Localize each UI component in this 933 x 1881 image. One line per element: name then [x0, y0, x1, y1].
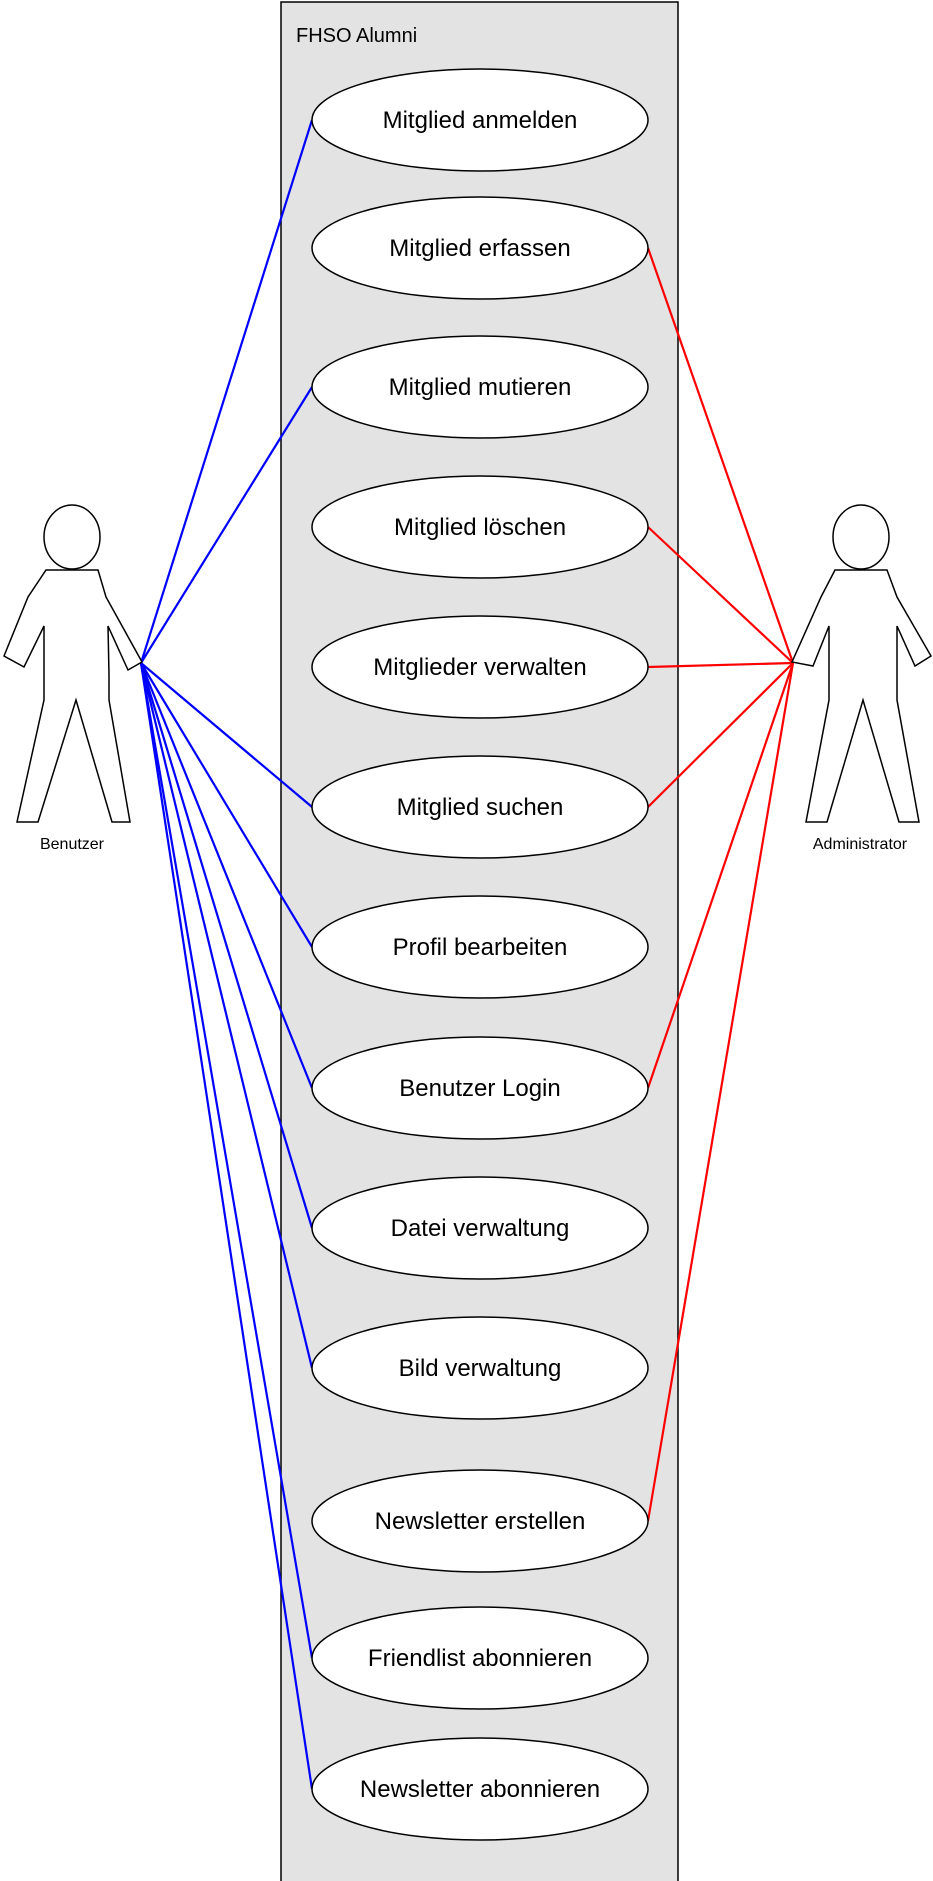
association-benutzer-mitglied-suchen: [140, 662, 313, 808]
actor-label-benutzer: Benutzer: [40, 836, 105, 853]
use-case-label: Mitglieder verwalten: [373, 654, 586, 681]
use-case-mitglied-suchen: Mitglied suchen: [311, 755, 649, 859]
association-benutzer-profil-bearbeiten: [140, 662, 313, 948]
association-links: [139, 119, 795, 1790]
association-benutzer-newsletter-abonnieren: [139, 662, 314, 1790]
use-case-label: Newsletter abonnieren: [360, 1776, 600, 1803]
stick-figure-icon: [790, 504, 933, 823]
use-case-ellipse: [311, 196, 649, 300]
use-case-newsletter-abonnieren: Newsletter abonnieren: [311, 1737, 649, 1841]
use-case-label: Datei verwaltung: [391, 1215, 570, 1242]
use-case-mitglied-mutieren: Mitglied mutieren: [311, 335, 649, 439]
association-benutzer-bild-verwaltung: [139, 662, 314, 1369]
use-case-label: Newsletter erstellen: [375, 1508, 586, 1535]
actor-administrator: Administrator: [790, 504, 933, 853]
use-case-ellipse: [311, 1737, 649, 1841]
actor-benutzer: Benutzer: [3, 504, 144, 853]
use-case-ellipse: [311, 1036, 649, 1140]
association-benutzer-friendlist-abonnieren: [139, 662, 314, 1659]
use-case-mitglied-anmelden: Mitglied anmelden: [311, 68, 649, 172]
use-case-label: Mitglied erfassen: [389, 235, 570, 262]
use-case-ellipse: [311, 755, 649, 859]
actor-label-administrator: Administrator: [813, 836, 908, 853]
use-case-friendlist-abonnieren: Friendlist abonnieren: [311, 1606, 649, 1710]
use-case-mitglied-erfassen: Mitglied erfassen: [311, 196, 649, 300]
use-case-profil-bearbeiten: Profil bearbeiten: [311, 895, 649, 999]
association-administrator-mitglied-suchen: [647, 662, 794, 808]
association-benutzer-datei-verwaltung: [139, 662, 314, 1229]
association-administrator-benutzer-login: [646, 662, 795, 1089]
use-case-label: Mitglied anmelden: [383, 107, 578, 134]
use-case-bild-verwaltung: Bild verwaltung: [311, 1316, 649, 1420]
use-case-newsletter-erstellen: Newsletter erstellen: [311, 1469, 649, 1573]
use-case-mitglied-loeschen: Mitglied löschen: [311, 475, 649, 579]
use-case-ellipse: [311, 335, 649, 439]
use-case-ellipse: [311, 1176, 649, 1280]
use-case-ellipse: [311, 475, 649, 579]
association-administrator-newsletter-erstellen: [646, 662, 795, 1522]
use-case-datei-verwaltung: Datei verwaltung: [311, 1176, 649, 1280]
association-benutzer-mitglied-mutieren: [140, 386, 313, 664]
use-case-ellipse: [311, 615, 649, 719]
use-case-label: Mitglied mutieren: [389, 374, 572, 401]
use-case-label: Mitglied löschen: [394, 514, 566, 541]
association-administrator-mitglied-erfassen: [646, 247, 795, 664]
use-case-label: Bild verwaltung: [399, 1355, 562, 1382]
use-case-label: Friendlist abonnieren: [368, 1645, 592, 1672]
association-administrator-mitglieder-verwalten: [647, 661, 794, 669]
association-benutzer-benutzer-login: [139, 662, 314, 1089]
system-title: FHSO Alumni: [296, 25, 417, 47]
use-case-mitglieder-verwalten: Mitglieder verwalten: [311, 615, 649, 719]
use-case-label: Mitglied suchen: [397, 794, 564, 821]
use-case-label: Profil bearbeiten: [393, 934, 568, 961]
use-case-benutzer-login: Benutzer Login: [311, 1036, 649, 1140]
stick-figure-icon: [3, 504, 144, 823]
use-case-ellipse: [311, 1316, 649, 1420]
use-case-ellipse: [311, 895, 649, 999]
use-case-label: Benutzer Login: [399, 1075, 560, 1102]
use-case-ellipse: [311, 1469, 649, 1573]
use-case-ellipse: [311, 68, 649, 172]
association-administrator-mitglied-loeschen: [647, 526, 794, 664]
use-case-ellipse: [311, 1606, 649, 1710]
association-benutzer-mitglied-anmelden: [139, 119, 314, 664]
